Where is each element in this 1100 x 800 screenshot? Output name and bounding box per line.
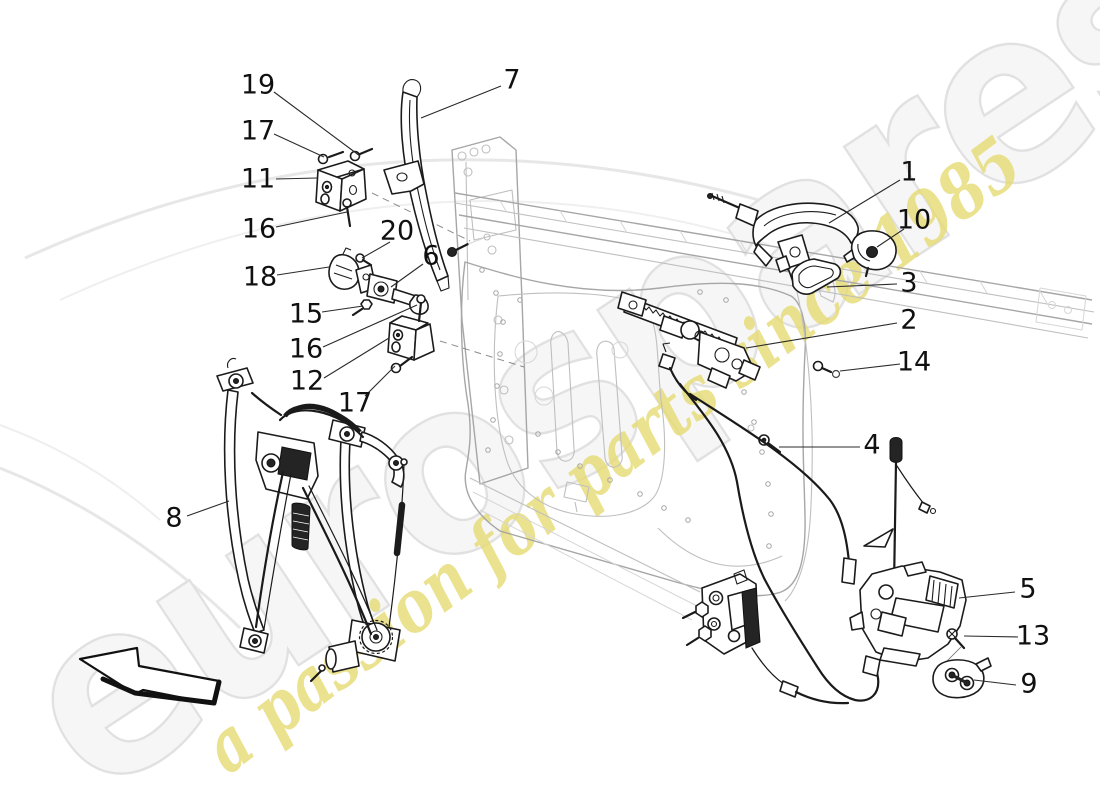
callout-label-15: 15	[289, 299, 323, 330]
callout-leader-12	[323, 337, 390, 379]
callout-leader-3	[826, 283, 898, 288]
callout-leader-18	[276, 266, 330, 276]
callout-label-8: 8	[165, 503, 182, 534]
callout-label-13: 13	[1016, 621, 1050, 652]
callout-leader-15	[321, 305, 364, 313]
callout-leader-19	[273, 91, 361, 157]
callout-label-2: 2	[900, 305, 917, 336]
callout-leader-5	[958, 591, 1016, 599]
door-frame-pillar	[451, 136, 529, 485]
callout-leader-17	[364, 365, 396, 397]
callout-leader-6	[390, 263, 424, 288]
door-check	[351, 264, 429, 317]
lock-striker	[932, 657, 992, 699]
screw-14	[812, 360, 841, 379]
door-outer-skin-edge	[784, 291, 813, 602]
callout-leader-8	[186, 500, 230, 517]
callout-label-16: 16	[289, 334, 323, 365]
callout-label-7: 7	[503, 65, 520, 96]
callout-leader-17	[273, 133, 325, 158]
check-nut-15	[360, 299, 373, 310]
callout-label-10: 10	[897, 205, 931, 236]
hinge-screw-16	[342, 198, 352, 208]
callout-label-3: 3	[900, 268, 917, 299]
upper-hinge	[315, 147, 374, 228]
screw-4	[747, 424, 782, 454]
callout-leader-13	[963, 635, 1019, 638]
callout-label-17: 17	[338, 388, 372, 419]
callout-label-20: 20	[380, 216, 414, 247]
direction-arrow-shadow	[100, 676, 222, 706]
window-regulator	[216, 358, 408, 683]
handle-carrier	[617, 291, 761, 389]
callout-label-18: 18	[243, 262, 277, 293]
lock-cylinder-cap	[843, 230, 897, 278]
screw-13	[944, 628, 966, 664]
door-inner-panel	[460, 261, 807, 597]
car-silhouette-line	[0, 424, 161, 521]
callout-label-4: 4	[863, 430, 880, 461]
callout-label-12: 12	[290, 366, 324, 397]
window-channel	[383, 79, 450, 292]
hinge-screw-17	[317, 153, 329, 165]
callout-label-14: 14	[897, 347, 931, 378]
callout-leader-7	[420, 85, 502, 119]
callout-label-5: 5	[1019, 574, 1036, 605]
door-lock	[849, 437, 967, 667]
callout-leader-10	[876, 228, 905, 248]
hinge-screw-16b	[416, 294, 426, 304]
inner-release-bracket	[681, 569, 761, 655]
lower-hinge	[387, 294, 435, 374]
callout-label-16: 16	[242, 214, 276, 245]
callout-label-6: 6	[422, 241, 439, 272]
callout-leader-9	[973, 679, 1017, 686]
callout-leader-20	[361, 241, 391, 259]
callout-label-17: 17	[241, 116, 275, 147]
lock-cables	[668, 366, 881, 705]
callout-leader-16	[275, 211, 348, 228]
callout-leader-14	[839, 363, 901, 372]
callout-leader-1	[828, 179, 901, 224]
handle-gasket	[791, 258, 842, 295]
callout-label-1: 1	[900, 157, 917, 188]
door-stop	[328, 247, 373, 291]
callout-label-19: 19	[241, 70, 275, 101]
hinge-screw-17b	[390, 362, 402, 374]
callout-leader-11	[275, 177, 318, 180]
callout-label-9: 9	[1020, 669, 1037, 700]
callout-leader-16	[322, 304, 418, 348]
car-silhouette-line	[0, 466, 242, 630]
panel-bolt-holes	[479, 267, 774, 549]
callout-label-11: 11	[241, 164, 275, 195]
pillar-bolt	[447, 247, 457, 257]
parts-layer	[216, 79, 992, 705]
callout-leader-2	[745, 322, 898, 349]
direction-arrow	[78, 646, 222, 706]
